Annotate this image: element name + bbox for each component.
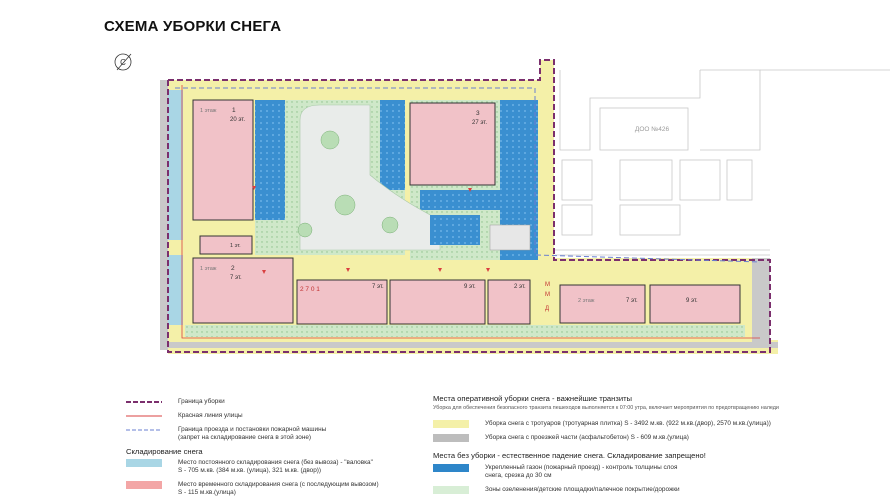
building-east-1 [559,284,646,324]
legend-storage-temporary: Место временного складирования снега (с … [126,481,379,497]
building-1 [192,99,254,221]
no-clean-heading: Места без уборки - естественное падение … [433,451,706,460]
red-street-line [181,85,760,339]
east-height-1: 7 эт. [626,298,638,304]
road-swatch [433,434,469,442]
fire-lane-border [175,87,761,263]
building-small [487,279,531,325]
marker-m-2: М [545,292,550,298]
building-east-2 [649,284,741,324]
sidewalk-swatch [433,420,469,428]
building-annex [199,235,253,255]
b2-floor-label: 1 этаж [200,266,217,272]
east-floor-label: 2 этаж [578,298,595,304]
building-3 [409,102,496,186]
marker-d: Д [545,306,549,312]
operative-subheading: Уборка для обеспечения безопасного транз… [433,405,779,411]
legend-border: Граница уборки [126,398,225,405]
cleaning-border [167,59,771,353]
page-title: СХЕМА УБОРКИ СНЕГА [104,18,282,35]
b2-number: 2 [231,265,235,272]
b1-number: 1 [232,107,236,114]
fire-marker: 2 7 0 1 [300,286,320,293]
operative-heading: Места оперативной уборки снега - важнейш… [433,394,633,403]
b1-floor-label: 1 этаж [200,108,217,114]
b3-height: 27 эт. [472,120,487,126]
mid-height: 7 эт. [372,284,384,290]
small-height: 2 эт. [514,284,526,290]
fire-lawn-swatch [433,464,469,472]
b1-height: 20 эт. [230,117,245,123]
entrance-markers [252,186,490,274]
b3-number: 3 [476,110,480,117]
legend-fire-lane: Граница проезда и постановки пожарной ма… [126,426,327,441]
buildings [192,99,741,325]
building-right [389,279,486,325]
dou-label: ДОО №426 [635,126,670,133]
marker-m-1: М [545,282,550,288]
right-height: 9 эт. [464,284,476,290]
storage-heading: Складирование снега [126,447,203,456]
north-arrow: С [114,53,132,71]
legend-sidewalks: Уборка снега с тротуаров (тротуарная пли… [433,420,771,428]
street-greenery [185,325,745,337]
building-mid [296,279,388,325]
road-areas [160,80,778,350]
legend-roads: Уборка снега с проезжей части (асфальтоб… [433,434,689,442]
annex-floor-label: 1 эт. [230,243,241,249]
storage-temp-swatch [126,481,162,489]
neighbor-buildings [555,69,890,256]
legend-fire-lawn: Укрепленный газон (пожарный проезд) - ко… [433,464,677,480]
east-height-2: 9 эт. [686,298,698,304]
greenery-swatch [433,486,469,494]
legend-storage-permanent: Место постоянного складирования снега (б… [126,459,373,475]
legend-redline: Красная линия улицы [126,412,243,419]
building-2 [192,257,294,324]
north-label: С [120,58,126,67]
site-plan: С ДОО №426 [114,53,890,354]
legend-greenery: Зоны озеленения/детские площадки/палечно… [433,486,680,494]
b2-height: 7 эт. [230,275,242,281]
storage-permanent-swatch [126,459,162,467]
